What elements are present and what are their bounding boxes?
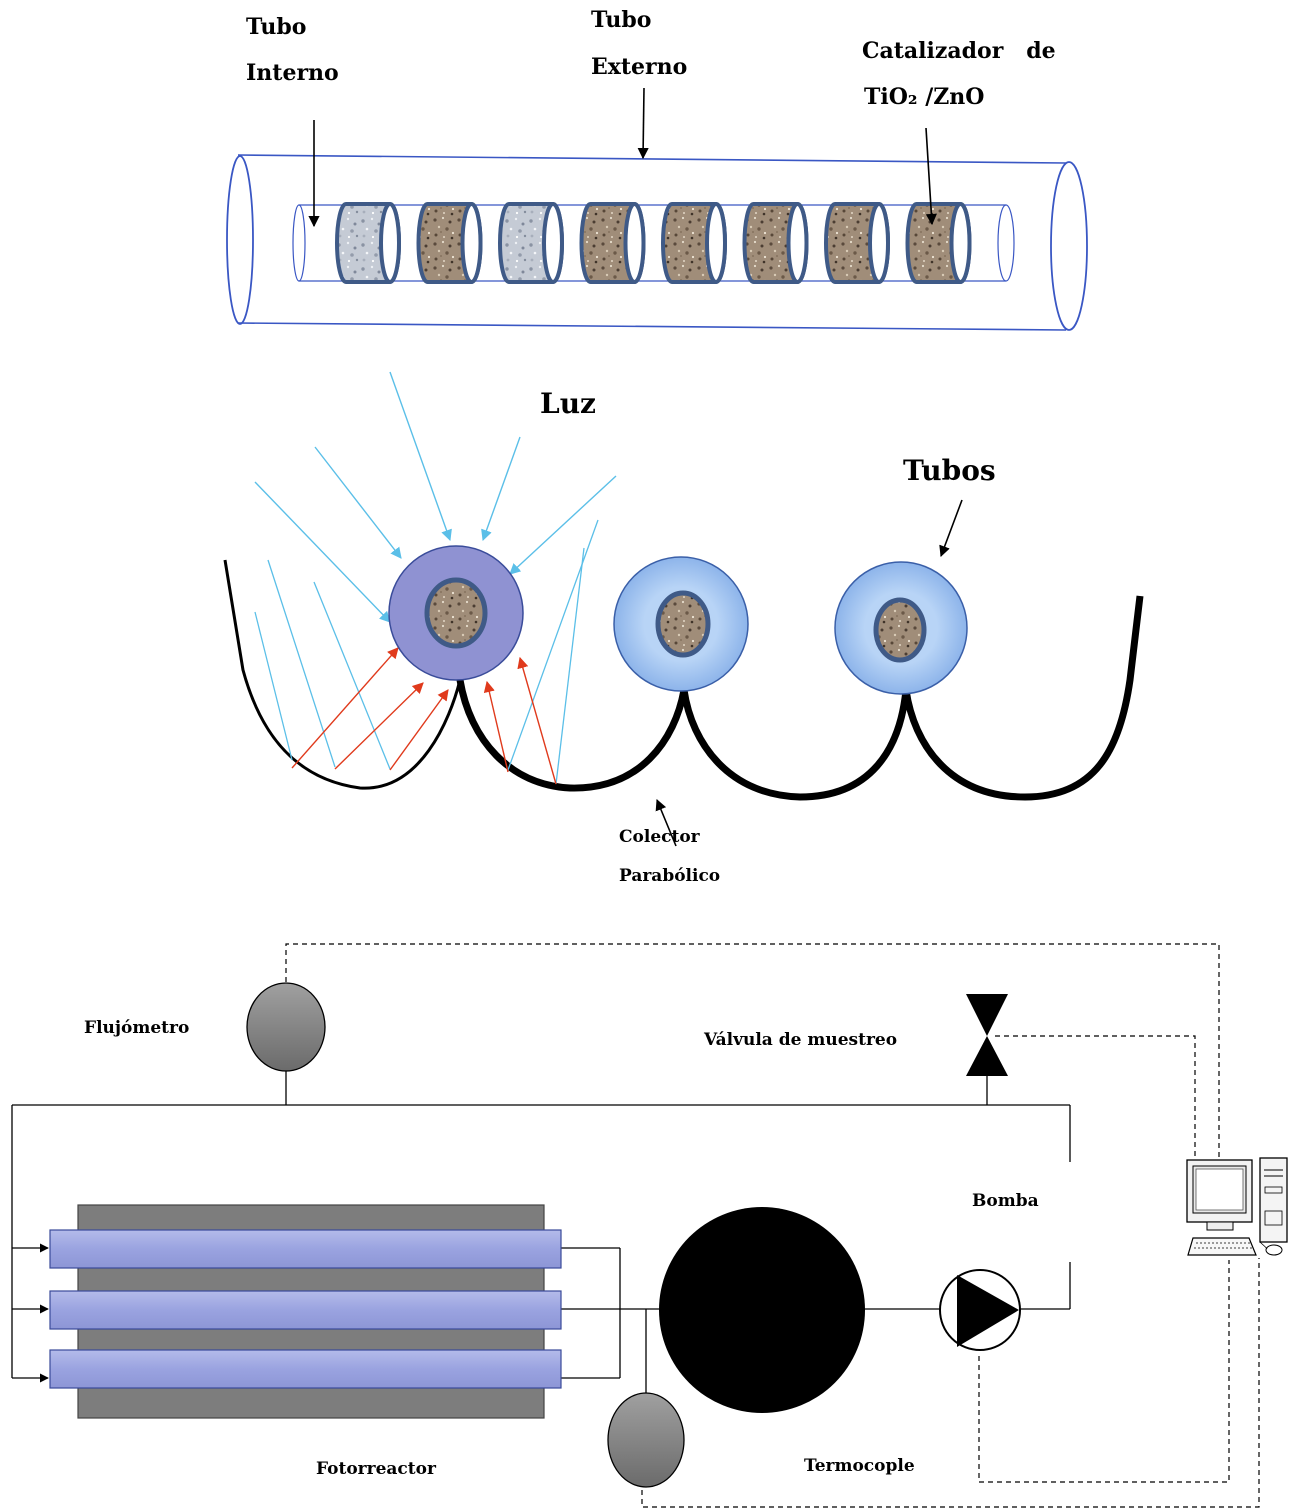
tube-unlit-2 [835,562,967,694]
label-catalyst: Catalizador de TiO₂ /ZnO [862,38,1056,224]
tube-unlit-1 [614,557,748,691]
catalyst-segment [582,204,644,282]
label-outer-tube-line1: Tubo [591,7,651,33]
thermocouple [608,1393,684,1487]
catalyst-segment [908,204,970,282]
catalyst-segment [826,204,888,282]
label-inner-tube-line2: Interno [246,60,339,86]
label-inner-tube: Tubo Interno [246,14,339,226]
label-flowmeter: Flujómetro [84,1018,189,1038]
label-outer-tube: Tubo Externo [591,7,687,158]
catalyst-segment [663,204,725,282]
photoreactor [50,1205,561,1418]
label-photoreactor: Fotorreactor [316,1459,437,1479]
arrow-tubes [941,500,962,556]
label-catalyst-line2: TiO₂ /ZnO [864,84,984,110]
catalyst-segment [500,204,562,282]
reactor-tube [50,1230,561,1268]
pump [940,1270,1020,1350]
label-light: Luz [540,387,596,420]
sampling-valve [966,994,1008,1076]
flowmeter [247,983,325,1071]
computer-icon [1187,1158,1287,1255]
label-thermocouple: Termocople [804,1456,915,1476]
process-diagram: Flujómetro Válvula de muestreo Bomba Fot… [12,944,1287,1507]
catalyst-segment [337,204,399,282]
label-catalyst-line1: Catalizador de [862,38,1056,64]
tube-lit [389,546,523,680]
label-inner-tube-line1: Tubo [246,14,306,40]
label-pump: Bomba [972,1191,1039,1211]
catalyst-segment [419,204,481,282]
reactor-tubes [50,1230,561,1388]
catalyst-segment [745,204,807,282]
tube-diagram: Tubo Interno Tubo Externo Catalizador de… [227,7,1087,330]
label-collector-line1: Colector [619,827,701,847]
tank [659,1207,865,1413]
label-sampling-valve: Válvula de muestreo [703,1030,897,1050]
collector-diagram: Luz Tubos Colector Parabólico [225,372,1140,886]
reactor-tube [50,1291,561,1329]
reactor-tube [50,1350,561,1388]
arrow-outer-tube [643,88,644,158]
label-tubes: Tubos [903,454,996,487]
label-outer-tube-line2: Externo [591,54,687,80]
label-collector-line2: Parabólico [619,866,720,886]
catalyst-segments [337,204,970,282]
